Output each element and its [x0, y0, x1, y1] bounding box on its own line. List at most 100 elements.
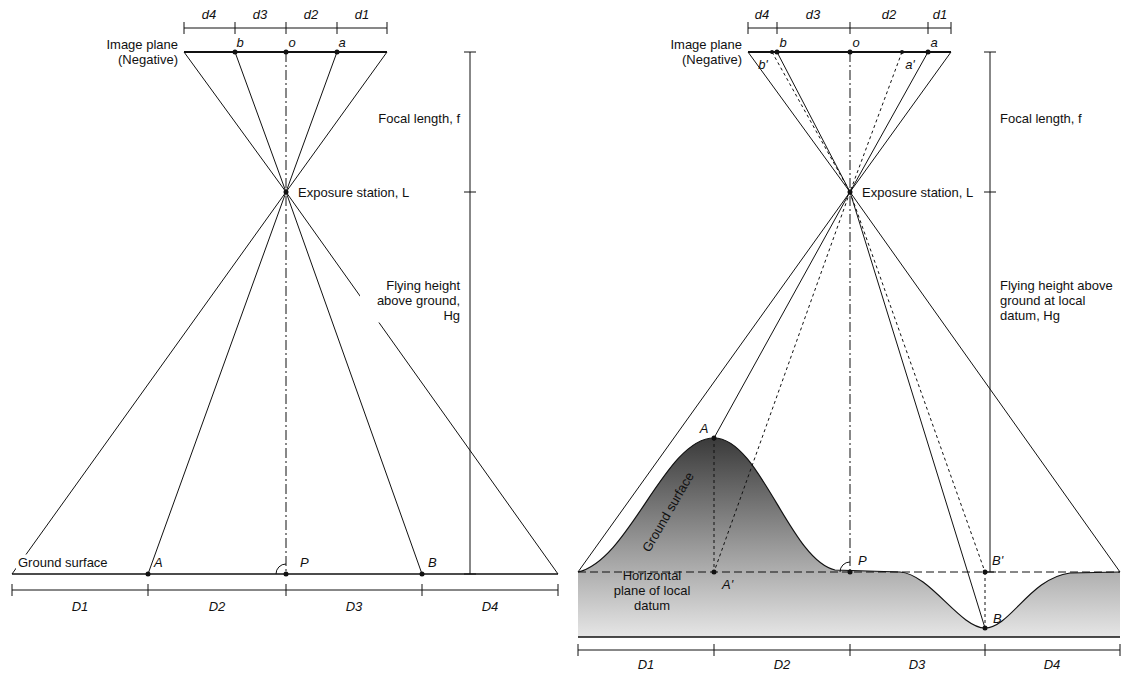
drawing-stroke	[926, 50, 931, 55]
label: D1	[72, 599, 89, 614]
label: Horizontal plane of local datum	[611, 568, 693, 613]
label: o	[288, 35, 295, 50]
label: Exposure station, L	[860, 185, 975, 200]
drawing-stroke	[578, 22, 1120, 656]
drawing-stroke	[983, 626, 988, 631]
label: D1	[638, 657, 655, 672]
label: D2	[774, 657, 791, 672]
drawing-stroke	[850, 22, 851, 34]
drawing-stroke	[712, 50, 988, 631]
drawing-stroke	[578, 636, 1120, 638]
label: B	[428, 555, 437, 570]
drawing-stroke	[464, 52, 476, 53]
label: A	[700, 421, 709, 436]
drawing-stroke	[422, 584, 423, 596]
label: D4	[1044, 657, 1061, 672]
label: b	[236, 35, 243, 50]
drawing-stroke	[578, 192, 850, 572]
drawing-stroke	[712, 436, 717, 441]
drawing-stroke	[184, 52, 286, 192]
label: B	[993, 611, 1002, 626]
drawing-stroke	[233, 50, 238, 55]
label: a'	[905, 57, 915, 72]
drawing-stroke	[714, 438, 715, 572]
label: b'	[758, 57, 768, 72]
drawing-stroke	[983, 570, 988, 575]
drawing-stroke	[12, 590, 558, 591]
label: d3	[253, 7, 267, 22]
drawing-stroke	[990, 52, 991, 572]
label: D3	[346, 599, 363, 614]
drawing-stroke	[284, 572, 289, 577]
drawing-stroke	[714, 192, 850, 438]
label: D3	[909, 657, 926, 672]
drawing-stroke	[578, 650, 1120, 651]
drawing-stroke	[777, 52, 850, 192]
label: Ground surface	[16, 555, 110, 570]
drawing-stroke	[984, 52, 996, 53]
drawing-stroke	[748, 52, 850, 192]
drawing-stroke	[848, 190, 853, 195]
drawing-stroke	[464, 192, 476, 193]
drawing-stroke	[714, 52, 985, 628]
drawing-stroke	[850, 192, 985, 628]
label: b	[779, 35, 786, 50]
drawing-stroke	[286, 22, 287, 34]
drawing-stroke	[712, 570, 717, 575]
drawing-stroke	[984, 192, 996, 193]
drawing-stroke	[387, 22, 388, 34]
drawing-stroke	[286, 52, 387, 192]
drawing-stroke	[900, 50, 904, 54]
label: B'	[992, 553, 1003, 568]
drawing-stroke	[146, 572, 151, 577]
label: A	[154, 555, 163, 570]
label: d2	[304, 7, 318, 22]
drawing-stroke	[951, 22, 952, 34]
label: D4	[482, 599, 499, 614]
drawing-stroke	[850, 52, 928, 192]
drawing-stroke	[148, 584, 149, 596]
drawing-stroke	[772, 52, 850, 192]
drawing-stroke	[12, 192, 286, 574]
drawing-stroke	[286, 192, 422, 574]
label: A'	[722, 577, 733, 592]
label: d4	[755, 7, 769, 22]
drawing-stroke	[848, 570, 853, 575]
drawing-stroke	[235, 52, 286, 192]
drawing-stroke	[286, 52, 287, 574]
drawing-stroke	[558, 584, 559, 596]
drawing-stroke	[286, 192, 558, 574]
drawing-stroke	[284, 190, 289, 195]
drawing-stroke	[777, 22, 778, 34]
drawing-stroke	[1120, 644, 1121, 656]
drawing-stroke	[578, 438, 1120, 637]
drawing-stroke	[464, 574, 476, 575]
label: d3	[806, 7, 820, 22]
drawing-stroke	[850, 644, 851, 656]
drawing-stroke	[337, 22, 338, 34]
drawing-stroke	[714, 644, 715, 656]
label: d1	[933, 7, 947, 22]
label: D2	[209, 599, 226, 614]
drawing-stroke	[12, 22, 558, 596]
label: a	[338, 35, 345, 50]
drawing-stroke	[286, 584, 287, 596]
label: P	[300, 555, 309, 570]
drawing-stroke	[714, 192, 850, 572]
label: P	[858, 553, 867, 568]
label: a	[930, 35, 937, 50]
drawing-stroke	[928, 22, 929, 34]
label: Flying height above ground at local datu…	[1000, 278, 1128, 323]
label: Exposure station, L	[296, 185, 411, 200]
drawing-stroke	[184, 22, 185, 34]
drawing-stroke	[850, 52, 851, 572]
drawing-stroke	[770, 50, 774, 54]
drawing-stroke	[985, 644, 986, 656]
label: Flying height above ground, Hg	[360, 278, 462, 323]
drawing-stroke	[12, 584, 13, 596]
drawing-stroke	[286, 52, 337, 192]
drawing-stroke	[235, 22, 236, 34]
label: d1	[355, 7, 369, 22]
label: d2	[882, 7, 896, 22]
